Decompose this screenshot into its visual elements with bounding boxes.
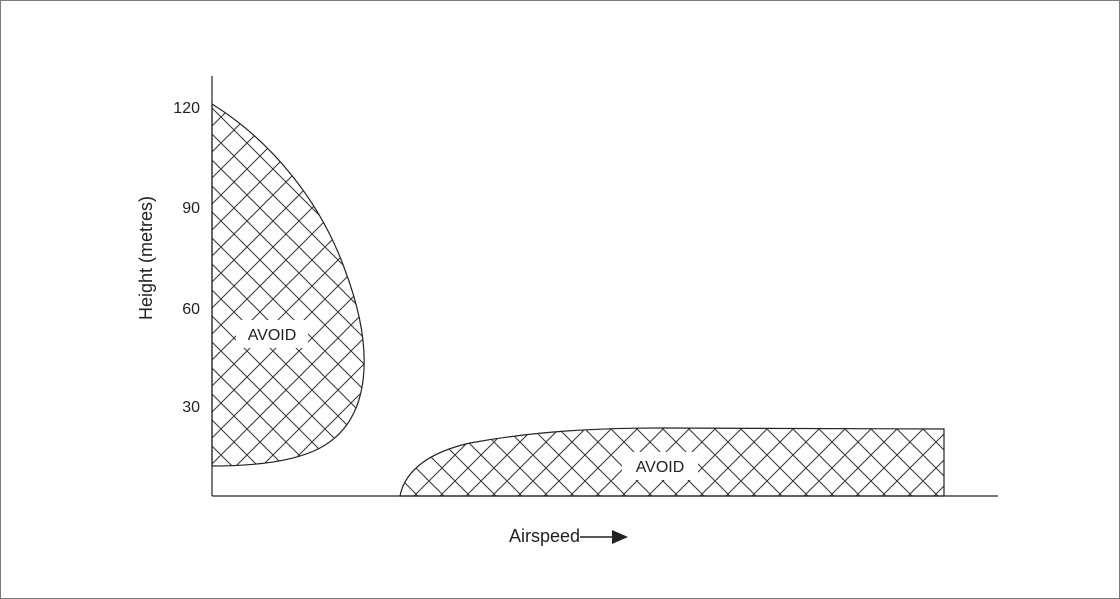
avoid-label-bg-left	[236, 320, 308, 348]
x-axis-arrow-icon	[580, 530, 628, 544]
x-axis-title: Airspeed	[509, 526, 580, 546]
y-tick-label: 30	[182, 399, 200, 416]
avoid-zone-label-right: AVOID	[636, 459, 685, 476]
avoid-zone-low-speed	[211, 102, 365, 467]
y-axis-title: Height (metres)	[136, 196, 156, 320]
y-tick-label: 120	[173, 100, 200, 117]
y-tick-label: 90	[182, 200, 200, 217]
avoid-zone-label-left: AVOID	[248, 327, 297, 344]
avoid-label-bg-right	[622, 452, 698, 480]
y-tick-label: 60	[182, 301, 200, 318]
